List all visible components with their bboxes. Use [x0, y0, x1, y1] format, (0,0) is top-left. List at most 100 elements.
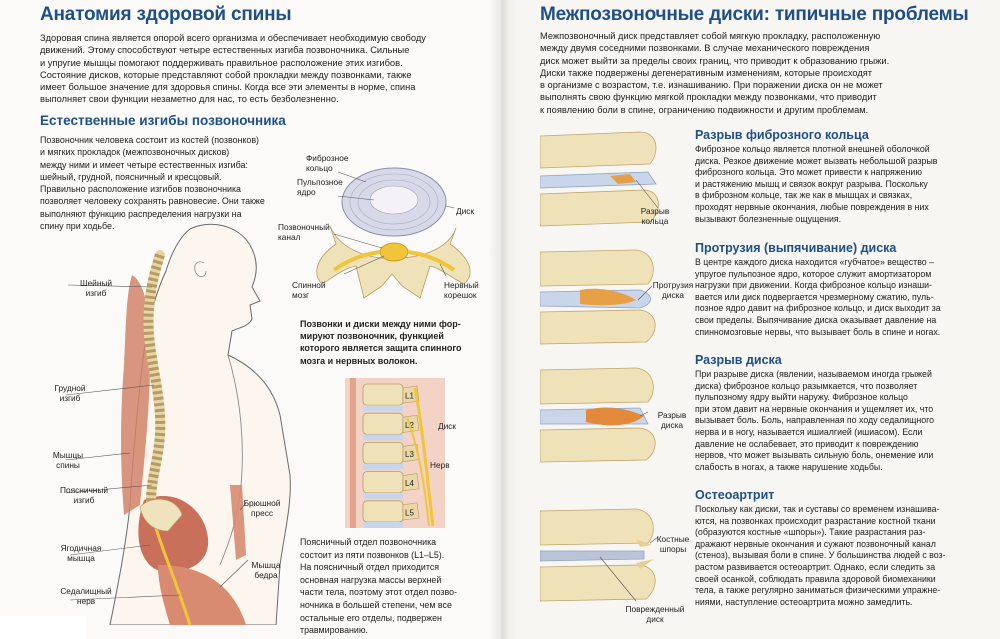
text-line: слабость в ногах, а также нарушение ходь…	[695, 461, 883, 472]
vertebra-label: L5	[405, 508, 414, 517]
text-line: дражают нервные окончания и сужают позво…	[695, 538, 936, 549]
osteoarthritis-text: Поскольку как диски, так и суставы со вр…	[695, 504, 985, 608]
text-line: и растяжению мышц и связок вокруг разрыв…	[695, 178, 928, 189]
left-intro-text: Здоровая спина является опорой всего орг…	[40, 32, 480, 106]
text-line: При разрыве диска (явлении, называемом и…	[695, 369, 932, 379]
section-title-disc-protrusion: Протрузия (выпячивание) диска	[695, 241, 897, 255]
vertebra-label: L4	[405, 479, 414, 488]
caption-line: Позвонки и диски между ними фор-	[300, 319, 461, 329]
intro-line: имеет большое значение для здоровья спин…	[40, 82, 416, 93]
text-line: своей осанкой, соблюдать правила здорово…	[695, 573, 936, 584]
text-line: позное ядро давит на фиброзное кольцо, и…	[695, 303, 941, 314]
label-sciatic-nerve: Седалищный нерв	[60, 586, 112, 606]
intro-line: и упругие мышцы помогают поддерживать пр…	[40, 57, 403, 68]
intro-line: диск может выйти за пределы своих границ…	[540, 55, 890, 66]
lumbar-caption: Поясничный отдел позвоночника состоит из…	[300, 536, 490, 637]
label-back-muscles: Мышцы спины	[52, 450, 84, 470]
text-line: ются, на позвонках происходит разрастани…	[695, 515, 936, 526]
text-line: выполняют функцию распределения нагрузки…	[40, 208, 242, 219]
intro-line: Диски также подвержены дегенеративным из…	[540, 67, 873, 78]
text-line: свои пределы. Выпячивание диска оказывае…	[695, 314, 937, 325]
right-intro-text: Межпозвоночный диск представляет собой м…	[540, 30, 980, 116]
spine-body-illustration	[65, 223, 291, 625]
label-lumbar-disc: Диск	[438, 421, 457, 431]
text-line: и мягких прокладок (межпозвоночных диско…	[40, 147, 230, 158]
disc-protrusion-text: В центре каждого диска находится «губчат…	[695, 257, 985, 338]
caption-line: На поясничный отдел приходится	[300, 562, 440, 573]
text-line: тела, а также регулярно заниматься физич…	[695, 585, 941, 596]
intro-line: Межпозвоночный диск представляет собой м…	[540, 31, 881, 41]
text-line: между ними и имеет четыре естественных и…	[40, 159, 248, 170]
section-title-disc-rupture: Разрыв диска	[695, 353, 782, 367]
disc-rupture-text: При разрыве диска (явлении, называемом и…	[695, 369, 985, 473]
lumbar-vertebra	[362, 412, 404, 435]
caption-line: состоит из пяти позвонков (L1–L5).	[300, 549, 445, 560]
text-line: Фиброзное кольцо является плотной внешне…	[695, 144, 930, 154]
text-line: спинномозговые нервы, что вызывает боль …	[695, 326, 941, 337]
text-line: пульпозному ядру выйти наружу. Фиброзное…	[695, 392, 908, 403]
label-disc-protrusion: Протрузия диска	[652, 280, 694, 300]
caption-line: остальные его отделы, подвержен	[300, 612, 442, 623]
lumbar-disc	[363, 434, 403, 441]
label-bone-spurs: Костные шпоры	[656, 534, 690, 554]
intro-line: к появлению боли в спине, ограничению по…	[540, 104, 869, 115]
right-page-title: Межпозвоночные диски: типичные проблемы	[540, 4, 969, 25]
vertebra-label: L1	[405, 392, 414, 401]
intro-line: выполнять свою функцию мягкой прокладки …	[540, 92, 877, 103]
disc-rupture-illustration	[540, 367, 656, 463]
book-gutter	[488, 0, 516, 639]
disc-protrusion-illustration	[540, 249, 656, 345]
caption-line: травмированию.	[300, 625, 369, 636]
label-spinal-canal: Позвоночный канал	[278, 222, 330, 242]
text-line: вается или диск подвергается чрезмерному…	[695, 291, 934, 302]
text-line: В центре каждого диска находится «губчат…	[695, 257, 935, 267]
text-line: шейный, грудной, поясничный и кресцовый.	[40, 171, 222, 182]
text-line: нагрузки при движении. Когда фиброзное к…	[695, 280, 933, 291]
label-lumbar-nerve: Нерв	[430, 460, 450, 470]
text-line: Позвоночник человека состоит из костей (…	[40, 135, 259, 145]
intro-line: между двумя соседними позвонками. В случ…	[540, 43, 870, 54]
lumbar-disc	[363, 492, 403, 499]
text-line: давление не ослабевает, это приводит к п…	[695, 438, 919, 449]
text-line: (стеноз), вызывая боли в спине. У больши…	[695, 550, 946, 561]
vertebra-process	[402, 502, 420, 521]
section-title-osteoarthritis: Остеоартрит	[695, 488, 775, 502]
text-line: в фиброзном кольце, так же как в мышцах …	[695, 190, 913, 201]
section-title-spine-curves: Естественные изгибы позвоночника	[40, 113, 286, 128]
text-line: нервов, что может вызывать сильную боль,…	[695, 450, 934, 461]
text-line: диска. Резкое движение может вызвать неб…	[695, 155, 938, 166]
label-spinal-cord: Спинной мозг	[292, 280, 326, 300]
intro-line: движений. Этому способствуют четыре есте…	[40, 45, 410, 56]
text-line: упругое пульпозное ядро, которое служит …	[695, 268, 932, 279]
text-line: при этом давит на нервные окончания и ущ…	[695, 403, 934, 414]
label-fibrous-ring: Фиброзное кольцо	[306, 153, 349, 173]
lumbar-vertebra	[362, 500, 404, 523]
label-lumbar-curve: Поясничный изгиб	[60, 485, 108, 505]
vertebra-label: L3	[405, 450, 414, 459]
text-line: (образуются костные «шпоры»). Такие разр…	[695, 527, 926, 538]
lumbar-vertebra	[362, 383, 404, 406]
disc-cross-section-diagram	[316, 167, 471, 299]
intro-line: Здоровая спина является опорой всего орг…	[40, 33, 426, 43]
text-line: ниями, наступление остеоартрита можно за…	[695, 596, 913, 607]
label-thigh-muscle: Мышца бедра	[251, 560, 281, 580]
label-abdominal-muscle: Брюшной пресс	[243, 498, 281, 518]
text-line: проходят нервные окончания, любые повреж…	[695, 201, 929, 212]
caption-line: мозга и нервных волокон.	[300, 355, 418, 366]
lumbar-vertebra	[362, 442, 404, 465]
intro-line: выполняет свои функции незаметно для нас…	[40, 94, 339, 105]
section-title-annulus-tear: Разрыв фиброзного кольца	[695, 128, 869, 142]
label-disc-rupture: Разрыв диска	[657, 410, 687, 430]
vertebra-process	[402, 473, 420, 492]
spine-curves-text: Позвоночник человека состоит из костей (…	[40, 134, 280, 232]
text-line: вызывает боль. Боль, направленная по ход…	[695, 415, 935, 426]
osteoarthritis-illustration	[540, 508, 659, 602]
text-line: спину при ходьбе.	[40, 221, 115, 232]
lumbar-disc	[363, 463, 403, 470]
annulus-tear-illustration	[540, 131, 659, 227]
lumbar-vertebra	[362, 471, 404, 494]
disc-diagram-caption: Позвонки и диски между ними фор- мируют …	[300, 318, 490, 367]
text-line: нерва и в ногу, называется ишиалгией (иш…	[695, 426, 923, 437]
text-line: диска) фиброзное кольцо разымкается, что…	[695, 380, 918, 391]
